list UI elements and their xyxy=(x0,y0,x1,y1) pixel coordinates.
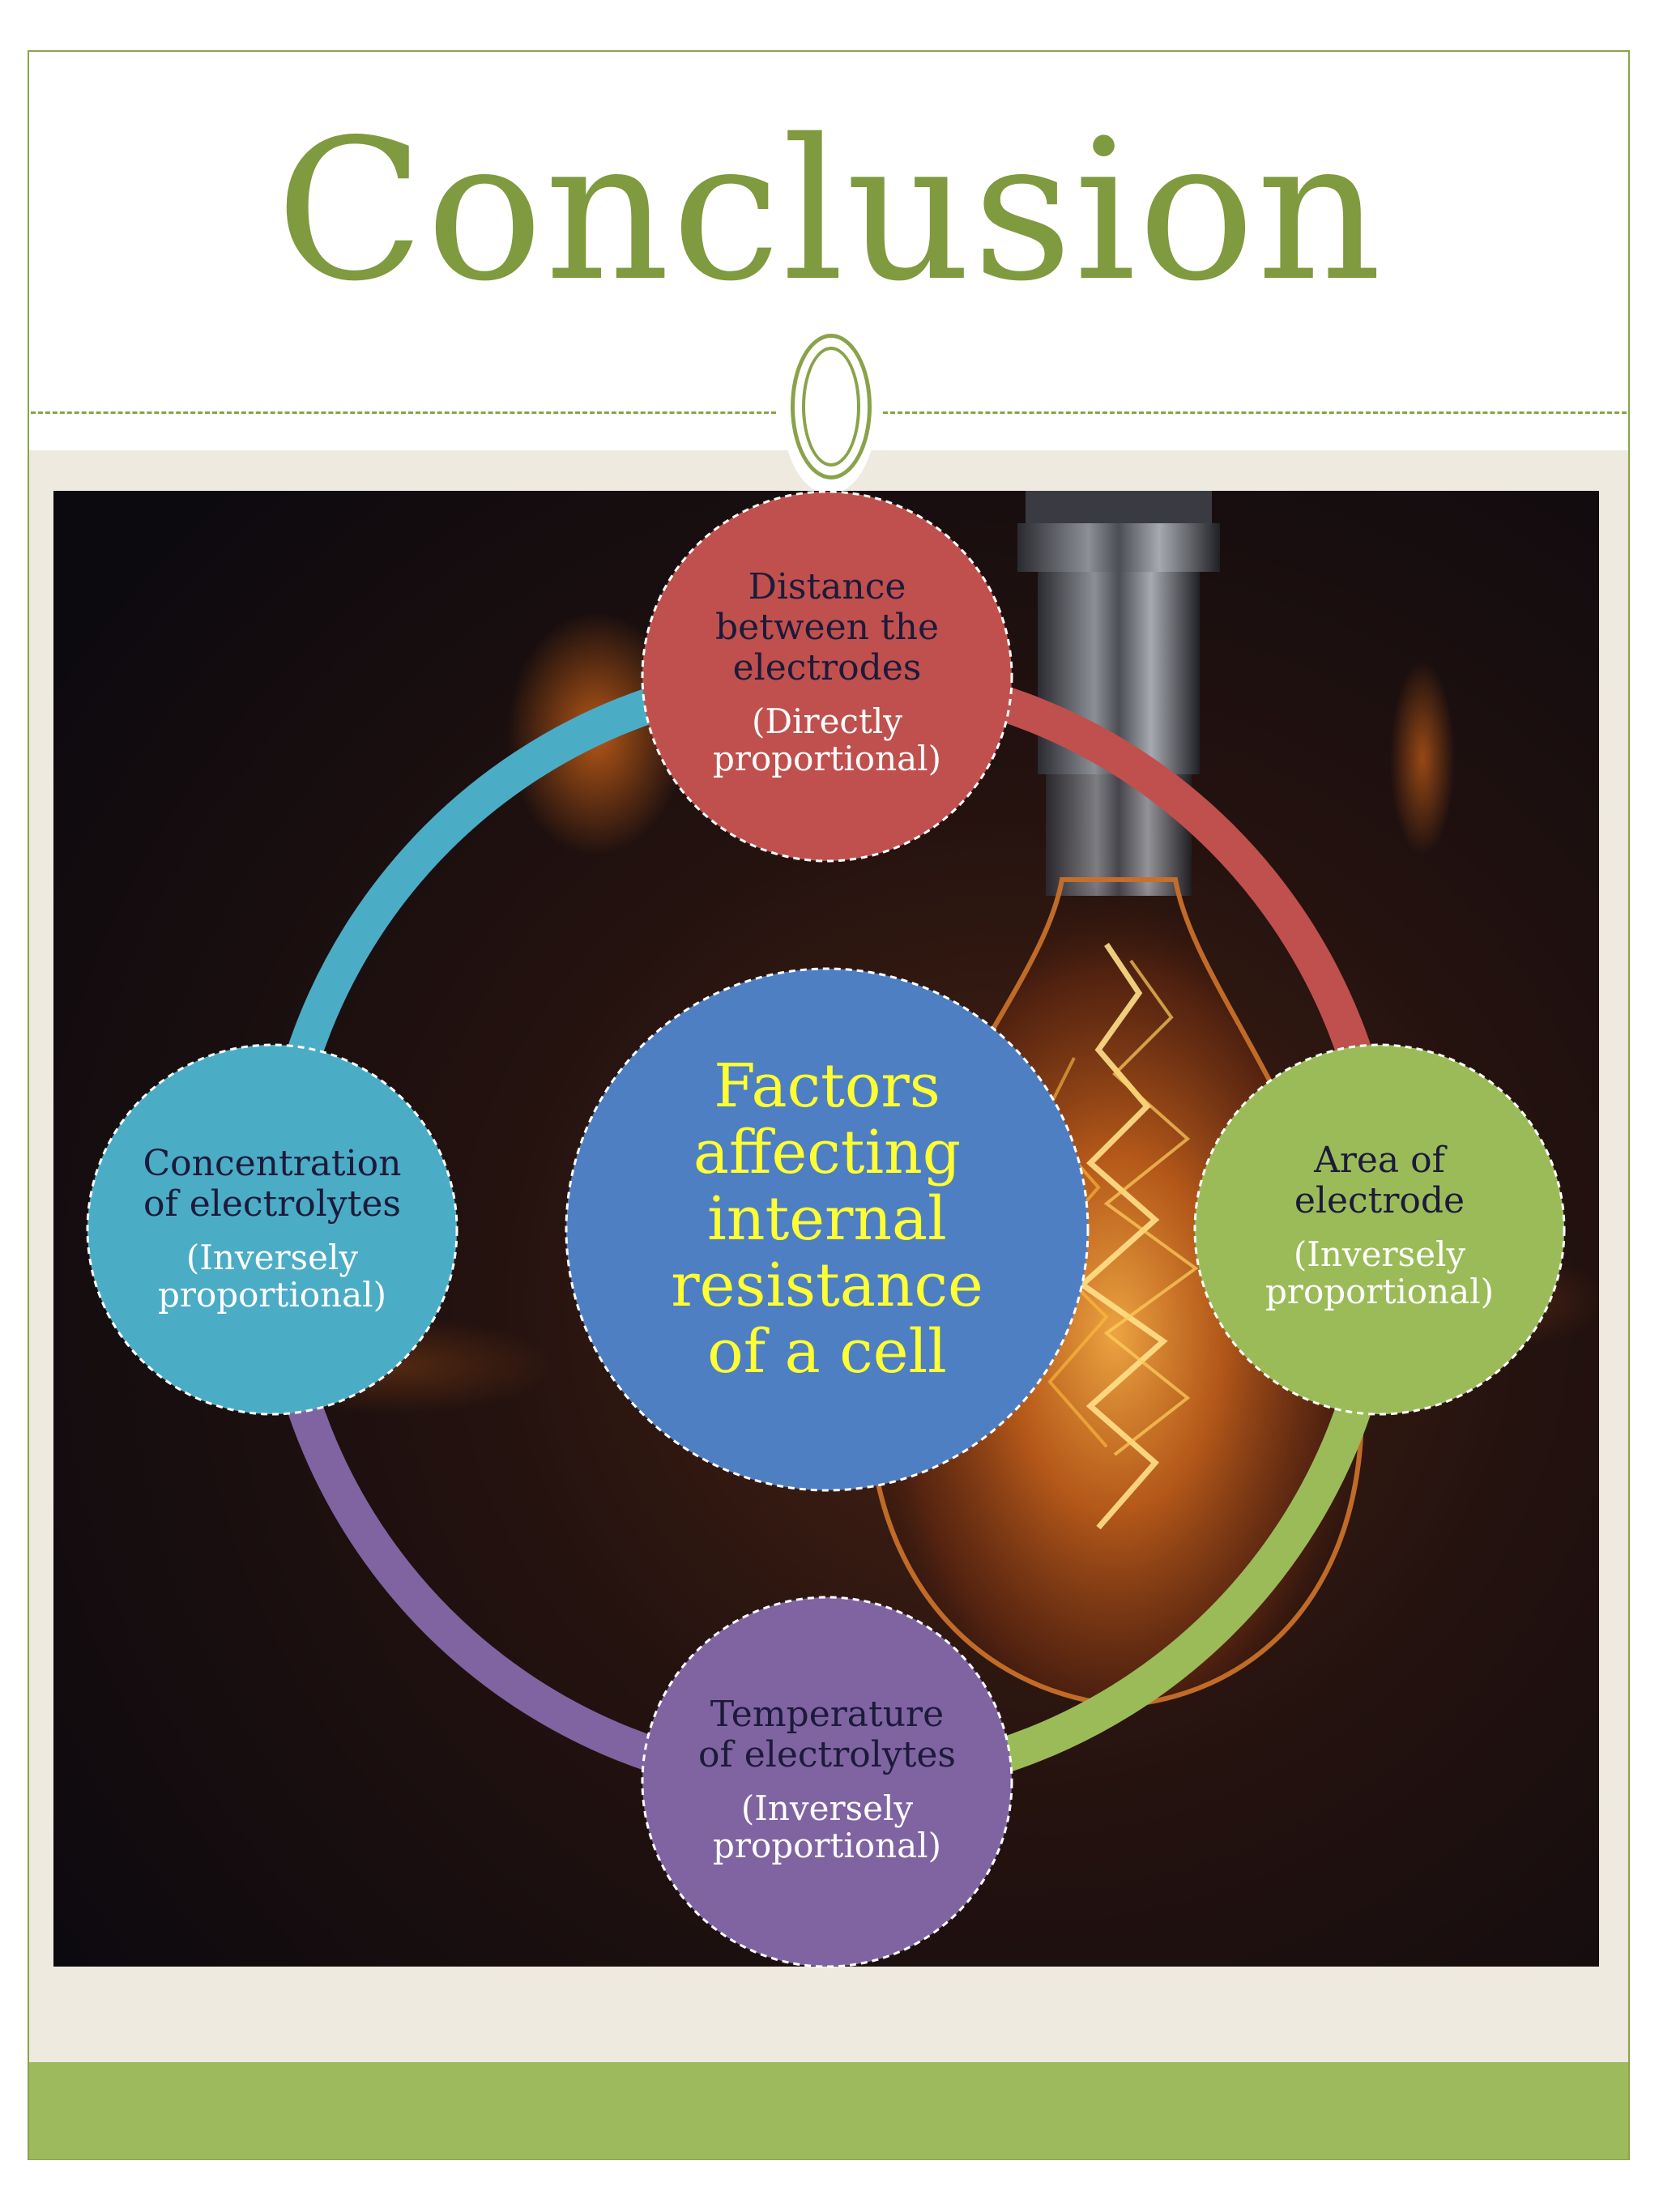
node-bottom-label-2: of electrolytes xyxy=(698,1734,956,1775)
node-left-relation-2: proportional) xyxy=(157,1275,386,1315)
node-bottom-relation-1: (Inversely xyxy=(740,1788,914,1828)
center-line-2: affecting xyxy=(693,1118,962,1187)
node-top-circle xyxy=(641,490,1013,863)
node-bottom-circle xyxy=(641,1596,1013,1968)
ring-ornament-outer xyxy=(791,334,872,479)
footer-bar xyxy=(29,2062,1628,2159)
node-top-relation-2: proportional) xyxy=(712,739,941,778)
center-line-3: internal xyxy=(707,1184,947,1254)
node-left-text: Concentration of electrolytes (Inversely… xyxy=(114,1144,430,1314)
node-right-relation-1: (Inversely xyxy=(1293,1234,1466,1274)
slide-title: Conclusion xyxy=(275,97,1384,324)
center-circle xyxy=(565,967,1090,1492)
node-left-label-1: Concentration xyxy=(143,1143,402,1184)
node-right-label-2: electrode xyxy=(1294,1180,1465,1221)
node-bottom-relation-2: proportional) xyxy=(712,1826,941,1865)
node-right-relation-2: proportional) xyxy=(1265,1272,1494,1311)
node-left-label-2: of electrolytes xyxy=(143,1183,401,1225)
node-top-label-3: electrodes xyxy=(732,647,922,688)
node-right-circle xyxy=(1193,1043,1566,1416)
node-right-label-1: Area of xyxy=(1314,1140,1445,1181)
center-line-1: Factors xyxy=(714,1051,940,1121)
node-top-relation-1: (Directly xyxy=(752,701,902,741)
ring-ornament-inner xyxy=(802,347,860,467)
center-label: Factors affecting internal resistance of… xyxy=(616,1053,1038,1385)
divider-right xyxy=(883,411,1627,414)
node-left-relation-1: (Inversely xyxy=(186,1238,359,1277)
node-top-label-2: between the xyxy=(714,607,939,648)
center-line-5: of a cell xyxy=(707,1317,947,1387)
node-bottom-label-1: Temperature xyxy=(710,1694,945,1735)
divider-left xyxy=(31,411,776,414)
node-left-circle xyxy=(86,1043,458,1416)
node-top-text: Distance between the electrodes (Directl… xyxy=(681,567,973,778)
center-line-4: resistance xyxy=(671,1251,983,1320)
node-top-label-1: Distance xyxy=(748,566,906,607)
node-bottom-text: Temperature of electrolytes (Inversely p… xyxy=(681,1694,973,1865)
node-right-text: Area of electrode (Inversely proportiona… xyxy=(1234,1140,1525,1311)
